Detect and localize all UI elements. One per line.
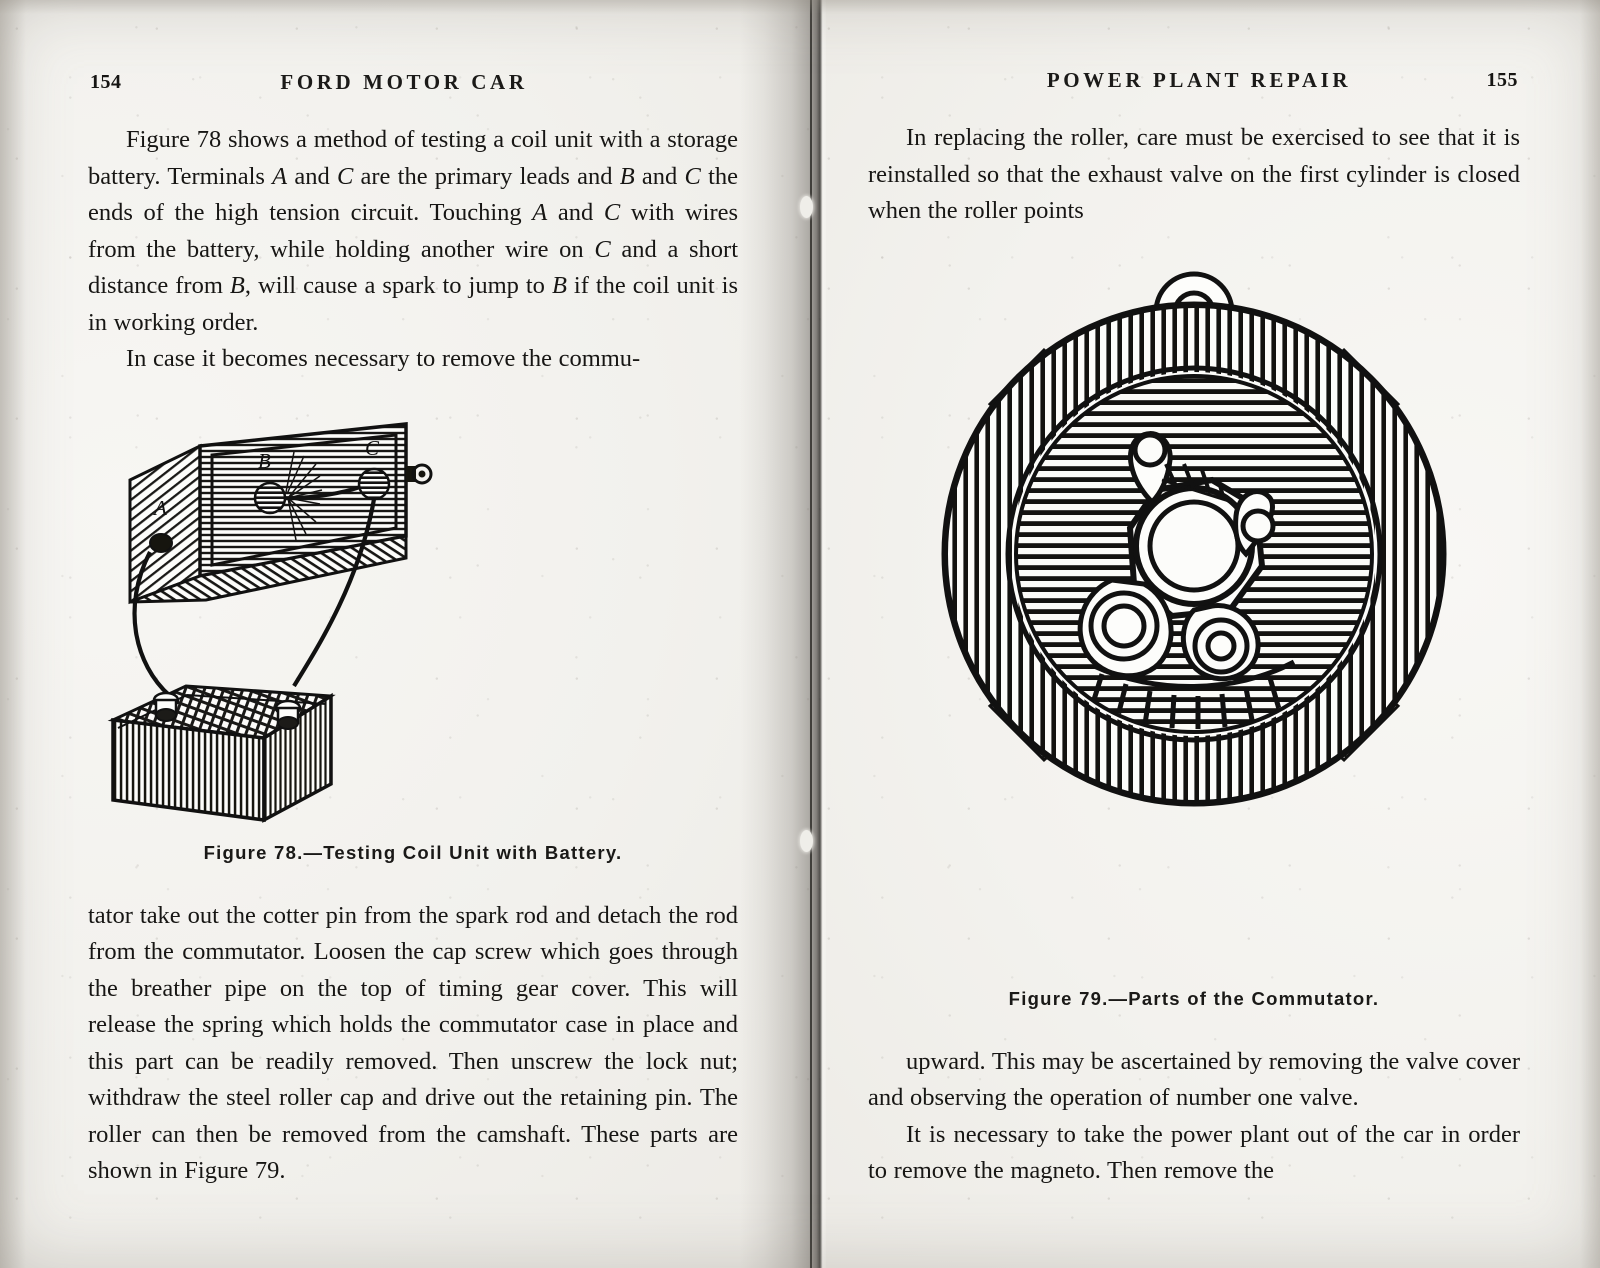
left-paragraph-3: tator take out the cotter pin from the s… bbox=[88, 898, 738, 1190]
terminal-ref: C bbox=[336, 162, 354, 190]
right-paragraph-1-text: In replacing the roller, care must be ex… bbox=[868, 124, 1520, 224]
terminal-ref: A bbox=[532, 199, 548, 226]
figure-79-caption: Figure 79.—Parts of the Commutator. bbox=[1008, 987, 1380, 1009]
cotter-pin bbox=[1161, 462, 1233, 503]
coil-unit-box: A B bbox=[128, 421, 433, 604]
right-paragraph-3: It is necessary to take the power plant … bbox=[868, 1117, 1520, 1190]
terminal-ref: B bbox=[551, 272, 567, 299]
terminal-ref: C bbox=[603, 199, 621, 226]
terminal-ref: B bbox=[229, 272, 245, 299]
storage-battery bbox=[107, 683, 336, 823]
right-running-head: POWER PLANT REPAIR 155 bbox=[868, 68, 1520, 102]
right-page: POWER PLANT REPAIR 155 In replacing the … bbox=[868, 68, 1520, 1190]
right-page-number: 155 bbox=[1486, 69, 1518, 91]
left-paragraph-1: Figure 78 shows a method of testing a co… bbox=[88, 122, 738, 341]
figure-78-svg: A B bbox=[107, 421, 433, 823]
left-paragraph-2: In case it becomes necessary to remove t… bbox=[88, 341, 738, 378]
roller-cap bbox=[1180, 602, 1261, 681]
figure-78-caption: Figure 78.—Testing Coil Unit with Batter… bbox=[203, 841, 623, 863]
right-paragraph-2-text: upward. This may be ascertained by remov… bbox=[868, 1047, 1520, 1112]
test-wires bbox=[132, 498, 377, 698]
terminal-ref: C bbox=[594, 235, 611, 263]
figure-78-illustration: A B bbox=[88, 400, 738, 830]
left-running-head: 154 FORD MOTOR CAR bbox=[88, 70, 738, 104]
terminal-B: B bbox=[253, 449, 323, 540]
battery-terminal-negative bbox=[152, 691, 180, 722]
high-tension-lead bbox=[283, 484, 361, 500]
terminal-A: A bbox=[149, 496, 173, 553]
brush-segments bbox=[1089, 659, 1296, 729]
left-paragraph-3-text: tator take out the cotter pin from the s… bbox=[88, 901, 738, 1185]
right-paragraph-1: In replacing the roller, care must be ex… bbox=[868, 120, 1520, 230]
right-paragraph-2: upward. This may be ascertained by remov… bbox=[868, 1044, 1520, 1117]
svg-text:A: A bbox=[152, 496, 167, 520]
battery-terminal-positive bbox=[274, 699, 302, 730]
terminal-ref: C bbox=[684, 162, 701, 190]
left-page-number: 154 bbox=[90, 71, 122, 93]
figure-79-illustration bbox=[868, 254, 1520, 974]
svg-text:B: B bbox=[258, 449, 271, 473]
figure-79-svg bbox=[941, 271, 1447, 806]
terminal-C: C bbox=[357, 436, 391, 500]
right-running-title: POWER PLANT REPAIR bbox=[1046, 68, 1352, 92]
terminal-ref: A bbox=[272, 162, 288, 190]
terminal-ref: B bbox=[619, 162, 635, 190]
svg-text:C: C bbox=[365, 436, 380, 460]
roller-assembly bbox=[1077, 430, 1276, 681]
roller bbox=[1077, 576, 1174, 678]
left-running-title: FORD MOTOR CAR bbox=[280, 70, 528, 94]
left-paragraph-1-text: Figure 78 shows a method of testing a co… bbox=[88, 126, 739, 336]
left-paragraph-2-text: In case it becomes necessary to remove t… bbox=[126, 345, 641, 372]
binding-post bbox=[406, 463, 433, 484]
left-page: 154 FORD MOTOR CAR Figure 78 shows a met… bbox=[88, 70, 738, 1190]
right-paragraph-3-text: It is necessary to take the power plant … bbox=[868, 1120, 1520, 1185]
